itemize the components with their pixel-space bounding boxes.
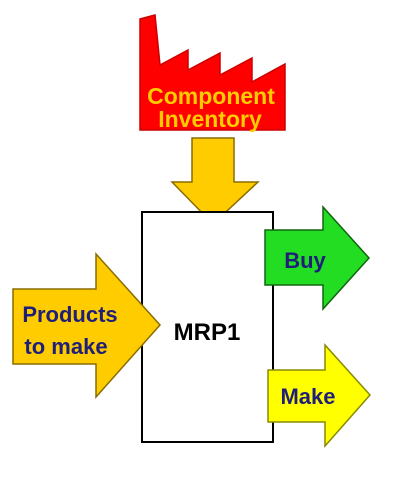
factory-label-line1: Component <box>147 83 275 109</box>
inventory-down-arrow <box>170 137 260 226</box>
buy-label: Buy <box>284 248 326 273</box>
factory-label-line2: Inventory <box>158 106 262 132</box>
products-to-make-input: Products to make <box>12 252 162 399</box>
make-arrow <box>267 343 372 448</box>
mrp1-process-box: MRP1 <box>141 211 274 443</box>
buy-output: Buy <box>264 205 371 311</box>
buy-arrow <box>264 205 371 311</box>
make-label: Make <box>280 384 335 409</box>
products-arrow <box>12 252 162 399</box>
factory-component-inventory: Component Inventory <box>139 14 286 132</box>
products-label-line2: to make <box>24 334 107 359</box>
products-label-line1: Products <box>22 302 117 327</box>
factory-icon <box>139 14 286 131</box>
mrp1-label: MRP1 <box>174 319 241 346</box>
make-output: Make <box>267 343 372 448</box>
